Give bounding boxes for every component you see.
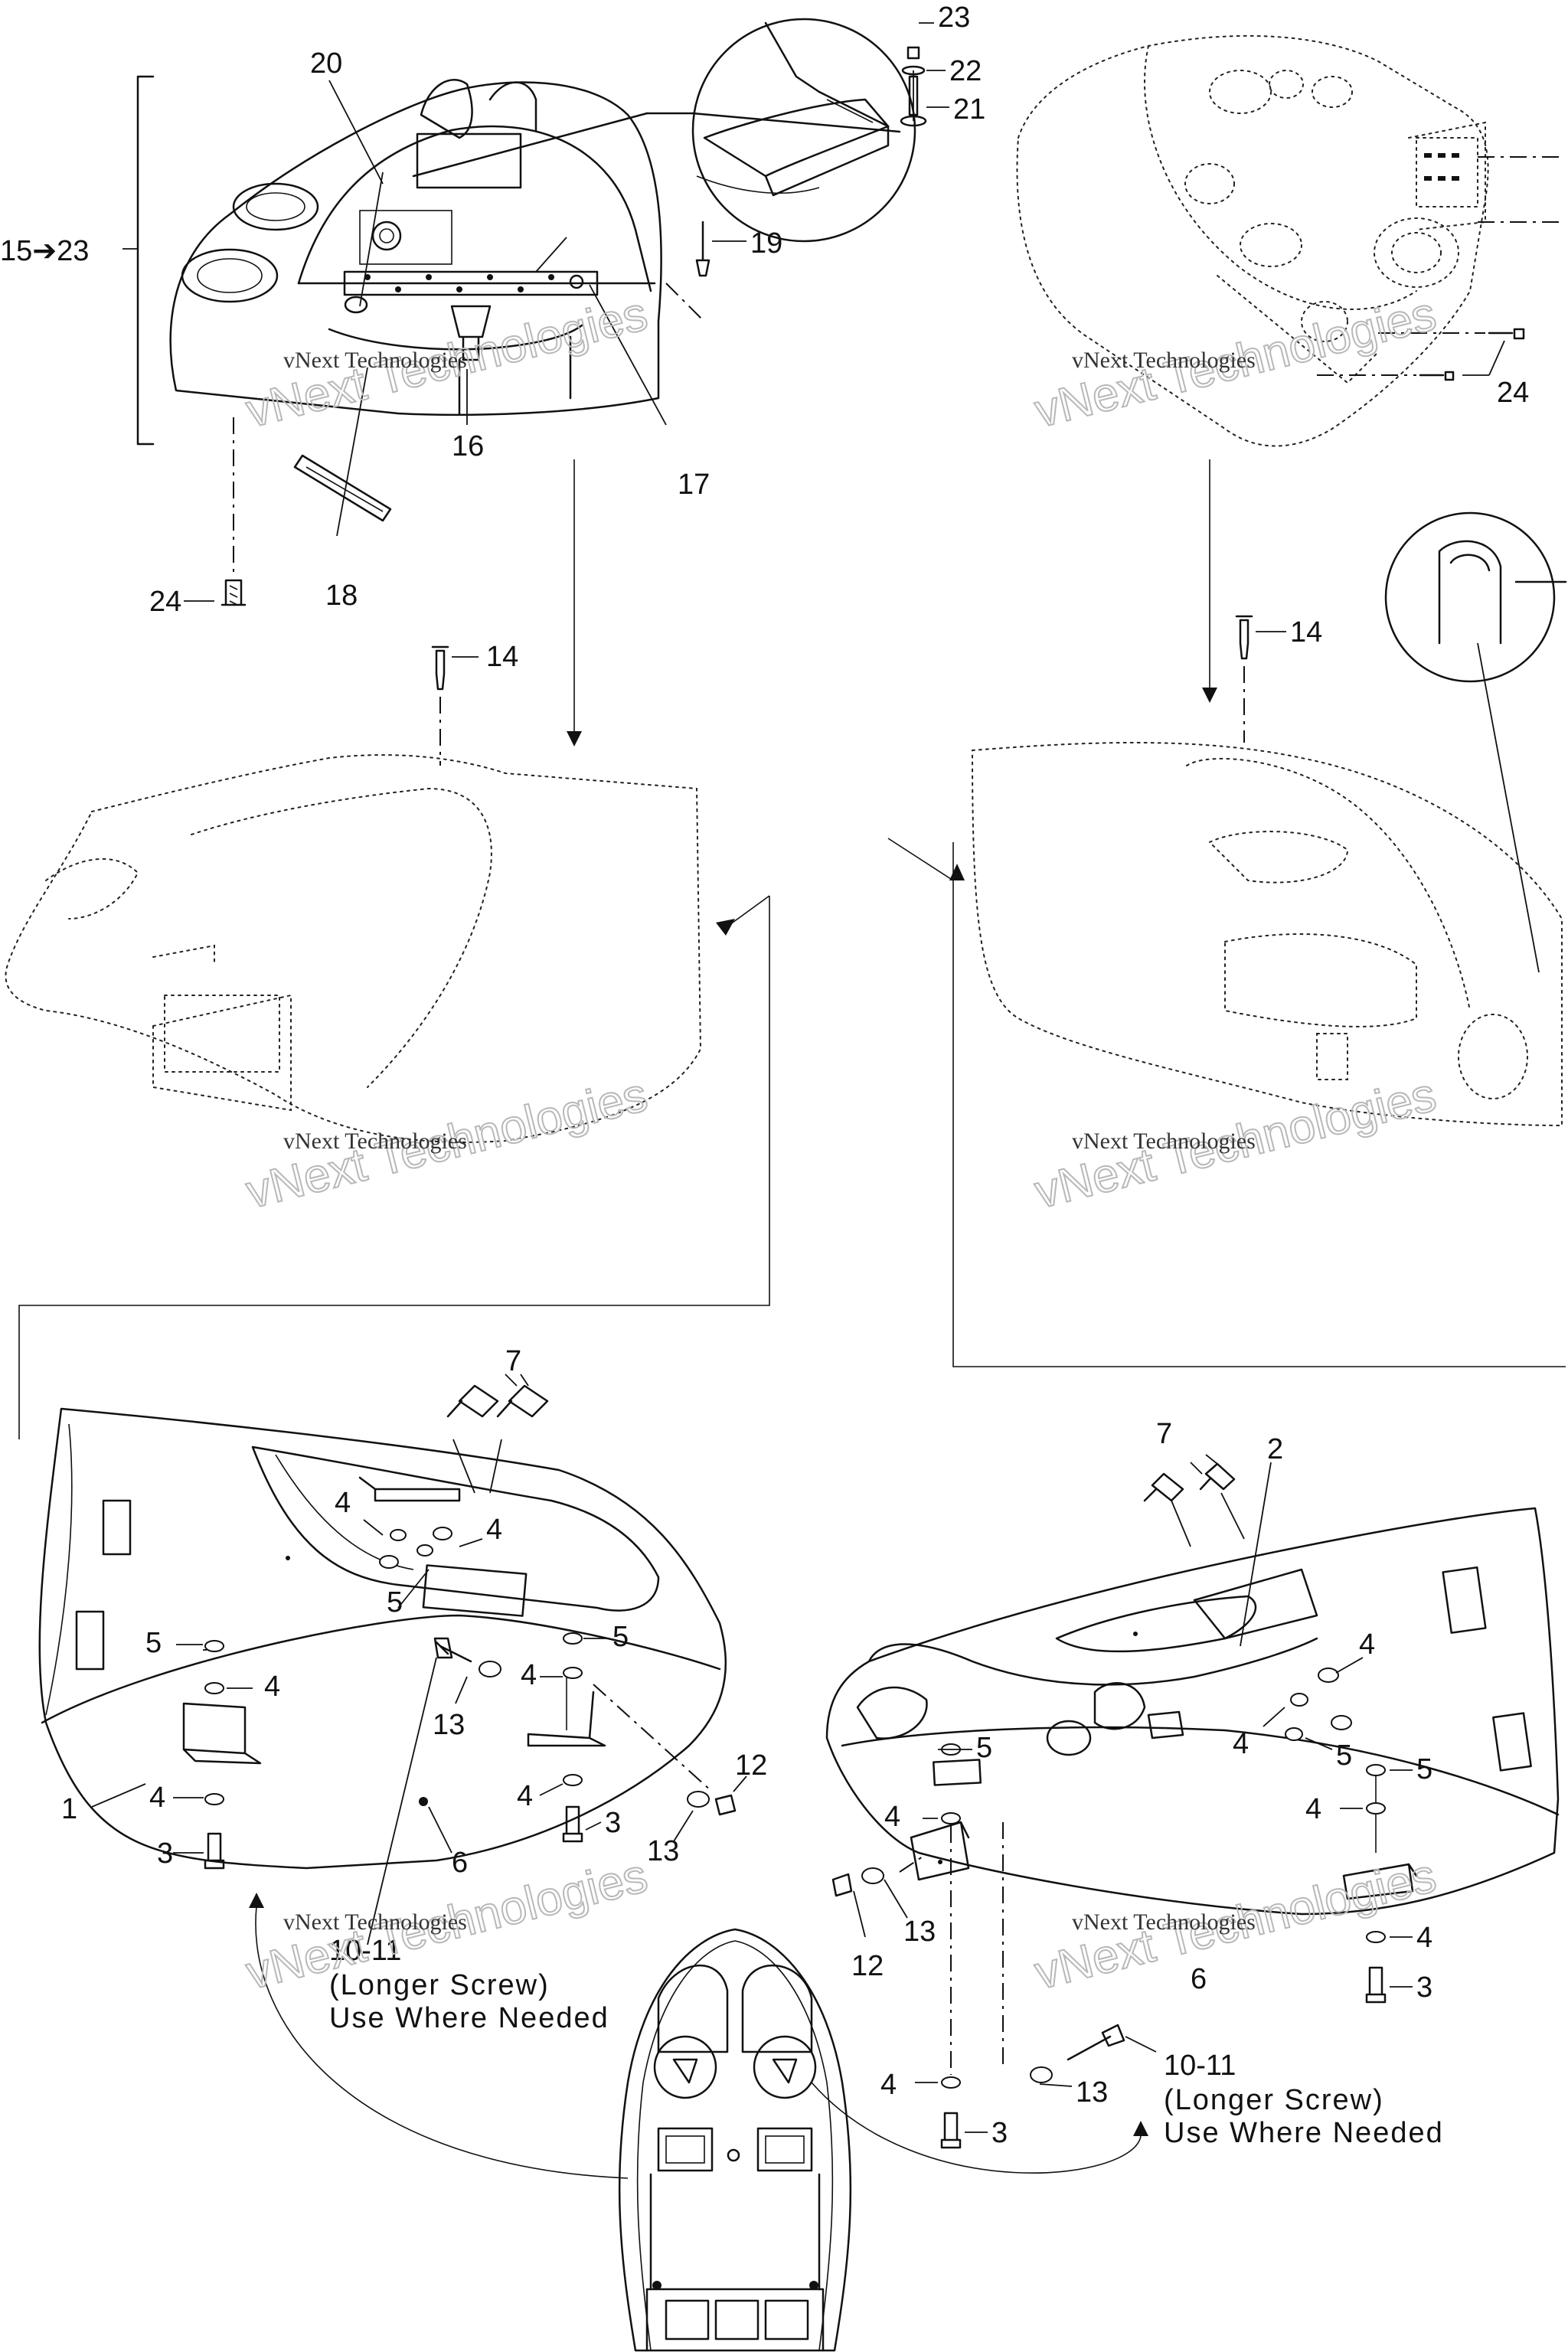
boat-top-view <box>618 1928 852 2352</box>
callout-13-a: 13 <box>433 1709 465 1741</box>
callout-labels: 15➔23 20 23 22 21 19 16 17 18 24 24 14 1… <box>0 2 1529 2149</box>
callout-7-right: 7 <box>1156 1418 1172 1450</box>
watermark-4: vNext Technologies vNext Technologies <box>1029 1067 1442 1220</box>
callout-4-l: 4 <box>880 2069 897 2101</box>
callout-24-left: 24 <box>149 586 181 618</box>
callout-4-f: 4 <box>517 1780 533 1812</box>
callout-22: 22 <box>949 55 982 87</box>
callout-6-right: 6 <box>1191 1963 1207 1995</box>
callout-19: 19 <box>750 227 782 260</box>
callout-4-j: 4 <box>1305 1793 1321 1825</box>
watermark-2: vNext Technologies vNext Technologies <box>1029 286 1442 439</box>
part-19-pin <box>665 220 746 322</box>
callout-7-left: 7 <box>505 1345 521 1377</box>
callout-18: 18 <box>325 580 358 612</box>
callout-4-i: 4 <box>884 1801 900 1833</box>
callout-2: 2 <box>1267 1433 1283 1465</box>
callout-16: 16 <box>452 430 484 462</box>
watermark-4-line1: vNext Technologies <box>1072 1129 1256 1154</box>
callout-5-f: 5 <box>1416 1753 1432 1785</box>
callout-15-23: 15➔23 <box>0 235 89 267</box>
callout-12-right: 12 <box>851 1950 884 1982</box>
callout-4-b: 4 <box>486 1514 502 1546</box>
callout-14-right: 14 <box>1290 616 1322 648</box>
callout-4-d: 4 <box>521 1659 537 1691</box>
callout-17: 17 <box>678 469 710 501</box>
callout-12-left: 12 <box>735 1749 767 1782</box>
callout-5-b: 5 <box>145 1627 162 1659</box>
watermark-6: vNext Technologies vNext Technologies <box>1029 1848 1442 2001</box>
connectors <box>18 459 1566 2179</box>
callout-3-a: 3 <box>157 1838 173 1870</box>
dash-assembly-right <box>1016 34 1562 447</box>
callout-3-d: 3 <box>991 2117 1008 2149</box>
callout-23: 23 <box>938 2 970 34</box>
callout-13-d: 13 <box>1076 2076 1108 2109</box>
callout-10-11-left: 10-11 <box>329 1935 401 1967</box>
callout-5-d: 5 <box>1336 1740 1352 1772</box>
dash-assembly-left <box>122 75 667 606</box>
callout-13-b: 13 <box>647 1835 679 1867</box>
watermarks: vNext Technologies vNext Technologies vN… <box>240 286 1442 2001</box>
callout-5-e: 5 <box>976 1732 992 1764</box>
callout-14-left: 14 <box>486 641 518 673</box>
callout-21: 21 <box>953 93 985 126</box>
watermark-6-line1: vNext Technologies <box>1072 1909 1256 1935</box>
note-left-line1: (Longer Screw) <box>329 1969 550 2001</box>
watermark-3-line1: vNext Technologies <box>283 1129 467 1154</box>
callout-13-c: 13 <box>903 1916 936 1948</box>
callout-4-h: 4 <box>1233 1728 1249 1760</box>
callout-24-right: 24 <box>1497 377 1529 409</box>
watermark-5-line1: vNext Technologies <box>283 1909 467 1935</box>
hull-section-mid-left <box>5 754 702 1143</box>
panel-bottom-left <box>38 1374 747 1945</box>
panel-bottom-right <box>825 1454 1560 2149</box>
callout-4-a: 4 <box>335 1487 351 1519</box>
longer-screw-notes: (Longer Screw) Use Where Needed (Longer … <box>329 1969 1444 2149</box>
callout-4-g: 4 <box>1359 1628 1375 1661</box>
callout-1: 1 <box>61 1793 77 1825</box>
watermark-2-line1: vNext Technologies <box>1072 348 1256 373</box>
callout-5-c: 5 <box>612 1621 629 1653</box>
callout-4-k: 4 <box>1416 1922 1432 1954</box>
callout-5-a: 5 <box>387 1586 403 1619</box>
detail-circle-top <box>412 18 949 243</box>
note-right-line1: (Longer Screw) <box>1164 2084 1384 2116</box>
note-right-line2: Use Where Needed <box>1164 2117 1444 2149</box>
callout-4-c: 4 <box>264 1671 280 1703</box>
callout-20: 20 <box>310 47 342 80</box>
note-left-line2: Use Where Needed <box>329 2002 609 2034</box>
hull-section-mid-right <box>971 511 1567 1127</box>
callout-4-e: 4 <box>149 1782 165 1814</box>
callout-3-c: 3 <box>1416 1971 1432 2004</box>
callout-10-11-right: 10-11 <box>1164 2050 1236 2082</box>
watermark-3: vNext Technologies vNext Technologies <box>240 1067 653 1220</box>
callout-3-b: 3 <box>605 1807 621 1839</box>
part-14-screws <box>431 615 1286 766</box>
watermark-1-line1: vNext Technologies <box>283 348 467 373</box>
callout-6-left: 6 <box>452 1847 468 1879</box>
